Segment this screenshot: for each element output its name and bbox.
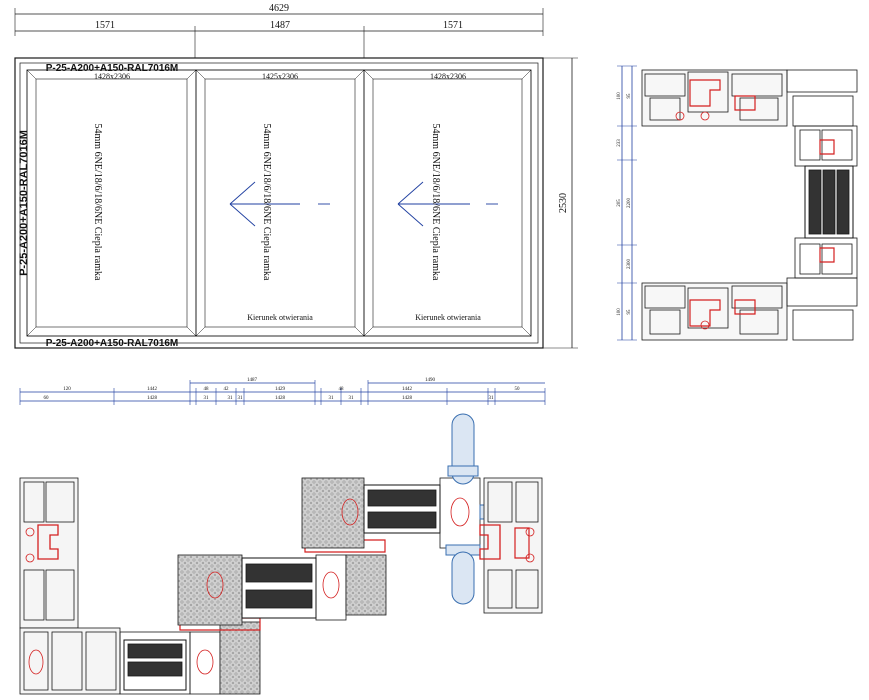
- panel-2-glass-spec: 54mm 6NE/18/6/18/6NE Ciepla ramka: [261, 124, 272, 281]
- panel-1-glass-size: 1428x2306: [94, 72, 130, 81]
- hsec-dim-row2-8: 31: [349, 396, 355, 401]
- panel-1-sash: [26, 69, 197, 337]
- vsec-dim-right-4: 95: [627, 309, 632, 315]
- outer-frame: [14, 57, 544, 349]
- vsec-dim-right-3: 2300: [627, 259, 632, 270]
- vsec-dim-left-3: 205: [617, 199, 622, 207]
- handle-hardware: [445, 413, 495, 605]
- profile-label-top: P-25-A200+A150-RAL7016M: [46, 63, 179, 74]
- panel-3-glass-spec: 54mm 6NE/18/6/18/6NE Ciepla ramka: [430, 124, 441, 281]
- hsec-dim-row1-10: 50: [515, 387, 521, 392]
- opening-direction-arrow-3: [397, 181, 498, 227]
- hsec-dim-row1-9: 1442: [402, 387, 413, 392]
- panel-3-opening-label: Kierunek otwierania: [415, 313, 481, 322]
- hsec-dim-row1-4: 42: [224, 387, 230, 392]
- hsec-dim-row2-6: 1428: [275, 396, 286, 401]
- hsec-dim-row1-8: 1490: [425, 378, 436, 383]
- panel-2-sash: [195, 69, 365, 337]
- panel-2-glass: [204, 78, 356, 328]
- horizontal-section: [19, 413, 543, 695]
- hsec-dim-row2-3: 31: [204, 396, 210, 401]
- horizontal-section-dimensions: [19, 380, 546, 405]
- vsec-dim-left-4: 100: [617, 308, 622, 316]
- panel-1-glass: [35, 78, 188, 328]
- overall-height-value: 2530: [558, 193, 569, 213]
- hsec-dim-row2-2: 1428: [147, 396, 158, 401]
- hsec-dim-row2-5: 31: [238, 396, 244, 401]
- opening-direction-arrow-2: [229, 181, 330, 227]
- elevation-view: [14, 8, 578, 349]
- hsec-dim-row2-1: 60: [44, 396, 50, 401]
- panel-2-opening-label: Kierunek otwierania: [247, 313, 313, 322]
- hsec-dim-row1-3: 48: [204, 387, 210, 392]
- vsec-dim-right-2: 2200: [627, 198, 632, 209]
- panel-3-width-value: 1571: [443, 20, 463, 31]
- hsec-dim-row1-6: 1429: [275, 387, 286, 392]
- panel-1-width-value: 1571: [95, 20, 115, 31]
- hsec-dim-row1-1: 120: [63, 387, 71, 392]
- panel-1-glass-spec: 54mm 6NE/18/6/18/6NE Ciepla ramka: [92, 124, 103, 281]
- vsec-dim-left-2: 233: [617, 139, 622, 147]
- panel-3-glass: [372, 78, 523, 328]
- panel-3-glass-size: 1428x2306: [430, 72, 466, 81]
- hsec-dim-row2-4: 31: [228, 396, 234, 401]
- hsec-dim-row1-5: 1487: [247, 378, 258, 383]
- vsec-dim-right-1: 95: [627, 93, 632, 99]
- hsec-dim-row2-10: 31: [489, 396, 495, 401]
- hsec-dim-row2-7: 31: [329, 396, 335, 401]
- profile-label-side: P-25-A200+A150-RAL7016M: [18, 130, 30, 276]
- hsec-dim-row1-7: 48: [339, 387, 345, 392]
- overall-width-value: 4629: [269, 3, 289, 14]
- panel-3-sash: [363, 69, 532, 337]
- profile-label-bottom: P-25-A200+A150-RAL7016M: [46, 338, 179, 349]
- panel-2-glass-size: 1425x2306: [262, 72, 298, 81]
- hsec-dim-row2-9: 1428: [402, 396, 413, 401]
- panel-2-width-value: 1487: [270, 20, 290, 31]
- hsec-dim-row1-2: 1442: [147, 387, 158, 392]
- vsec-dim-left-1: 100: [617, 92, 622, 100]
- vertical-section: [617, 65, 858, 341]
